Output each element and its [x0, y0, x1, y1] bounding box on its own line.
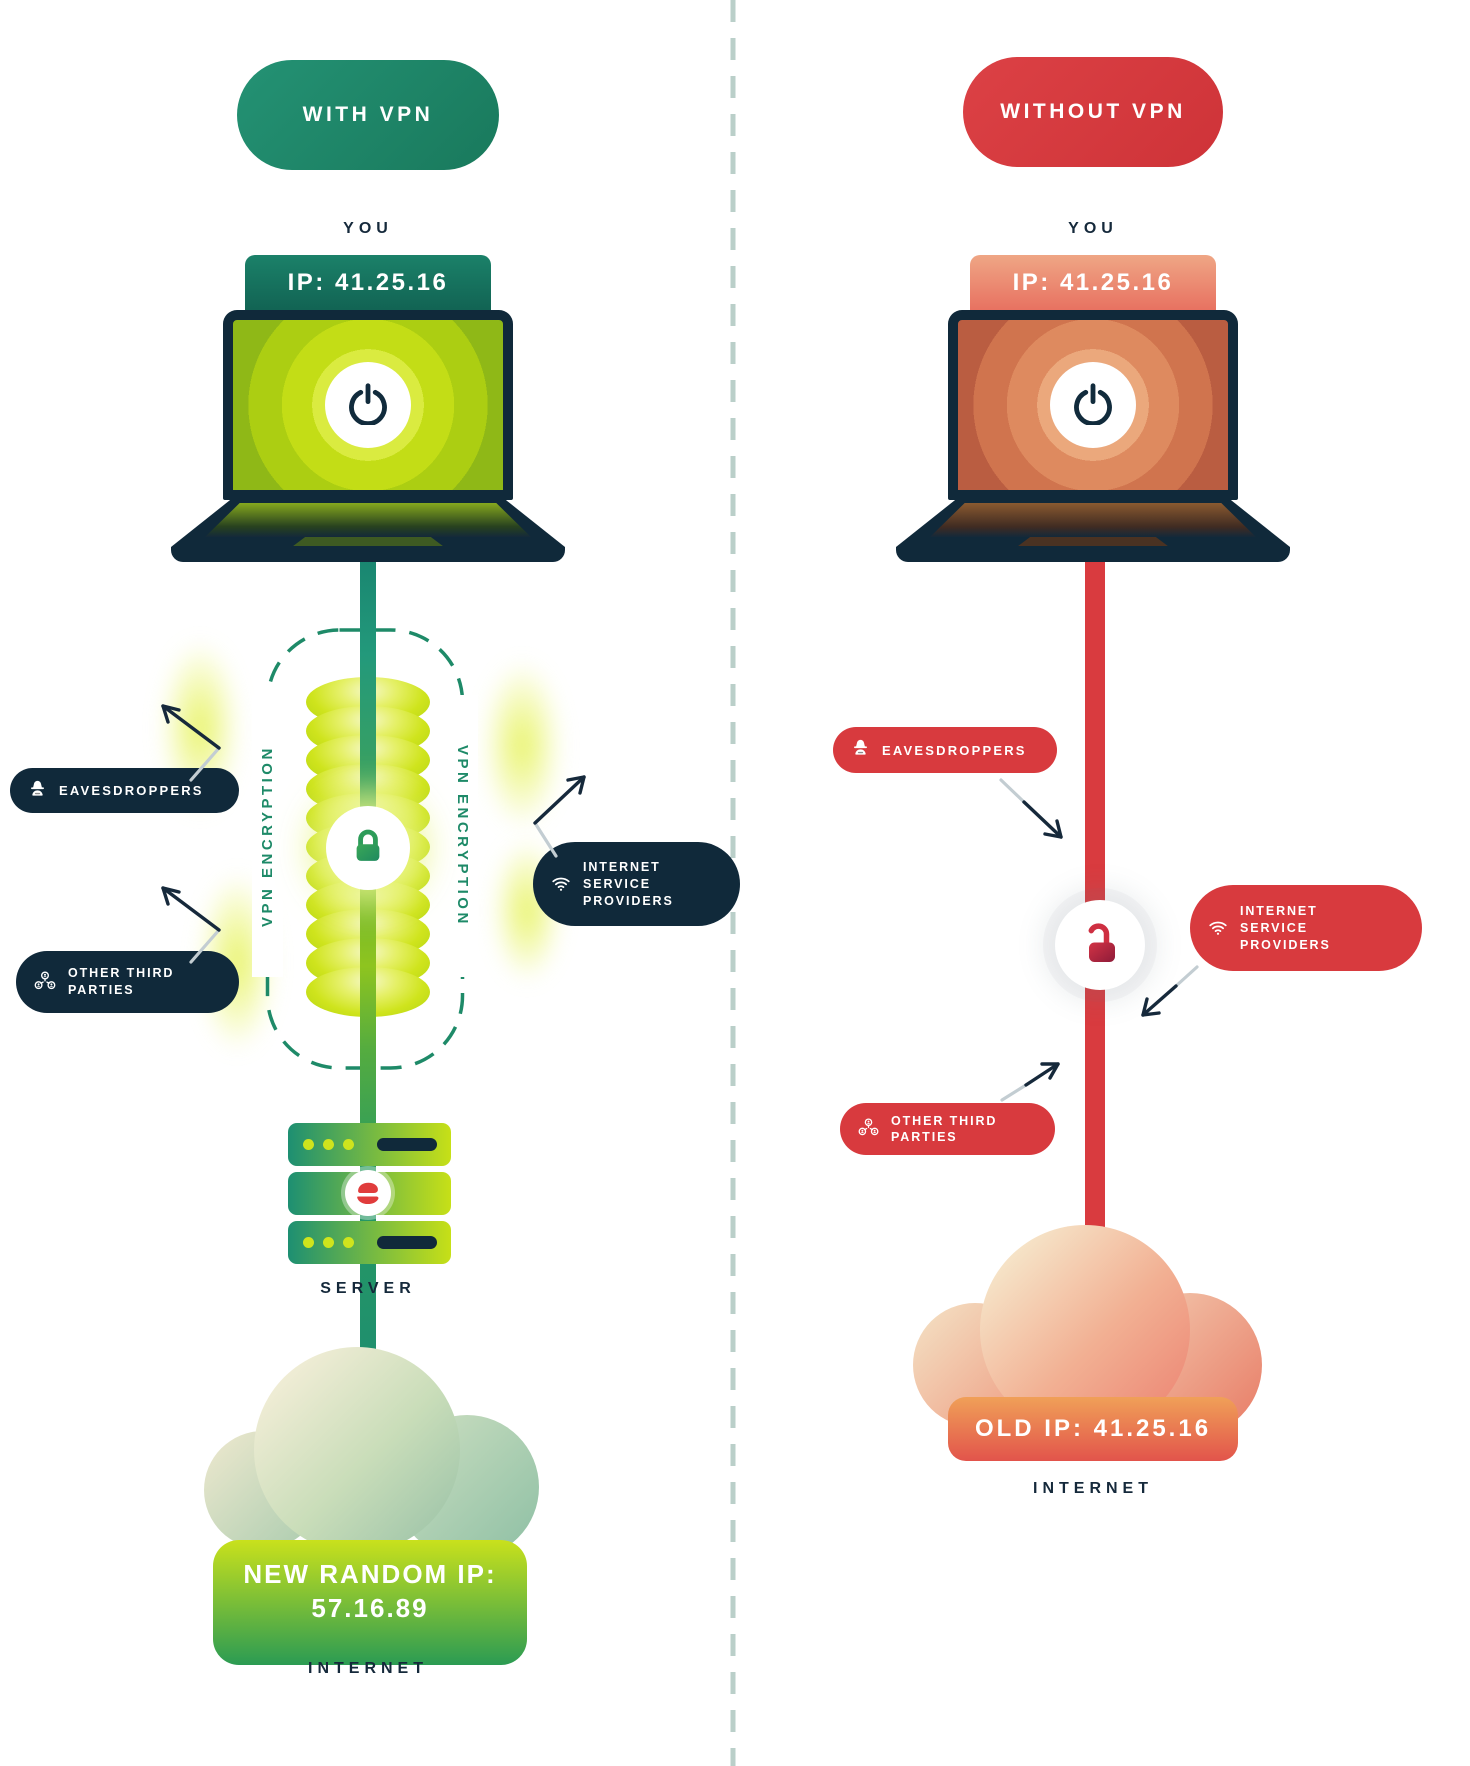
- server-led: [303, 1237, 314, 1248]
- eavesdroppers-pill-right: EAVESDROPPERS: [833, 727, 1057, 773]
- isp-line2: SERVICE: [583, 876, 651, 891]
- open-lock-circle: [1055, 900, 1145, 990]
- without-vpn-header-pill: WITHOUT VPN: [963, 57, 1223, 167]
- other-third-parties-line1: OTHER THIRD: [891, 1114, 998, 1128]
- laptop-deck: [171, 500, 565, 547]
- ip-value-right: IP: 41.25.16: [1012, 269, 1174, 296]
- isp-line3: PROVIDERS: [1240, 937, 1331, 952]
- laptop-touchpad: [293, 537, 443, 546]
- laptop-keyboard: [205, 503, 531, 537]
- isp-line1: INTERNET: [1240, 903, 1318, 918]
- laptop-front-edge: [896, 547, 1290, 562]
- expressvpn-logo-icon: [345, 1170, 391, 1216]
- server-led: [343, 1237, 354, 1248]
- laptop-keyboard: [930, 503, 1256, 537]
- vpn-encryption-label-left: VPN ENCRYPTION: [252, 695, 283, 977]
- other-third-parties-pill-right: OTHER THIRD PARTIES: [840, 1103, 1055, 1155]
- group-icon: [33, 970, 57, 995]
- power-icon: [346, 381, 390, 430]
- other-third-parties-pill-left: OTHER THIRD PARTIES: [16, 951, 239, 1013]
- laptop-screen-left: [223, 310, 513, 500]
- isp-label: INTERNET SERVICE PROVIDERS: [583, 859, 674, 910]
- other-third-parties-line2: PARTIES: [891, 1130, 958, 1144]
- new-ip-badge: NEW RANDOM IP: 57.16.89: [213, 1540, 527, 1665]
- isp-line1: INTERNET: [583, 859, 661, 874]
- isp-label: INTERNET SERVICE PROVIDERS: [1240, 903, 1331, 954]
- you-label-right: YOU: [1068, 220, 1118, 237]
- old-ip-value: OLD IP: 41.25.16: [974, 1415, 1212, 1442]
- server-led: [323, 1139, 334, 1150]
- laptop-base-right: [896, 500, 1290, 562]
- laptop-front-edge: [171, 547, 565, 562]
- isp-line3: PROVIDERS: [583, 893, 674, 908]
- eavesdroppers-label: EAVESDROPPERS: [882, 742, 1027, 758]
- internet-label-right: INTERNET: [1033, 1480, 1153, 1497]
- closed-lock-circle: [326, 806, 410, 890]
- new-ip-line1: NEW RANDOM IP:: [243, 1559, 497, 1589]
- wifi-icon: [1207, 916, 1229, 941]
- power-button-left: [325, 362, 411, 448]
- server-drive-slot: [377, 1138, 437, 1151]
- internet-label-left: INTERNET: [308, 1660, 428, 1677]
- vpn-encryption-label-right: VPN ENCRYPTION: [447, 695, 478, 977]
- laptop-deck: [896, 500, 1290, 547]
- new-ip-line2: 57.16.89: [311, 1593, 429, 1623]
- other-third-parties-line1: OTHER THIRD: [68, 966, 175, 980]
- laptop-touchpad: [1018, 537, 1168, 546]
- lock-open-icon: [1076, 919, 1124, 972]
- server-led: [343, 1139, 354, 1150]
- group-icon: [857, 1117, 880, 1141]
- lock-closed-icon: [347, 825, 389, 872]
- cloud-puff: [254, 1347, 460, 1553]
- wifi-icon: [550, 872, 572, 897]
- power-button-right: [1050, 362, 1136, 448]
- other-third-parties-line2: PARTIES: [68, 983, 135, 997]
- old-ip-badge: OLD IP: 41.25.16: [948, 1397, 1238, 1461]
- without-vpn-header-label: WITHOUT VPN: [1000, 100, 1186, 123]
- server-led: [323, 1237, 334, 1248]
- server-rack-bottom: [288, 1221, 451, 1264]
- eavesdroppers-label: EAVESDROPPERS: [59, 783, 204, 798]
- ip-value-left: IP: 41.25.16: [287, 269, 449, 296]
- power-icon: [1071, 381, 1115, 430]
- isp-pill-right: INTERNET SERVICE PROVIDERS: [1190, 885, 1422, 971]
- other-third-parties-label: OTHER THIRD PARTIES: [68, 965, 174, 999]
- eavesdroppers-pill-left: EAVESDROPPERS: [10, 768, 239, 813]
- with-vpn-header-label: WITH VPN: [302, 103, 434, 126]
- isp-line2: SERVICE: [1240, 920, 1308, 935]
- you-label-left: YOU: [343, 220, 393, 237]
- other-third-parties-label: OTHER THIRD PARTIES: [891, 1113, 997, 1145]
- isp-pill-left: INTERNET SERVICE PROVIDERS: [533, 842, 740, 926]
- server-rack-top: [288, 1123, 451, 1166]
- laptop-base-left: [171, 500, 565, 562]
- spy-icon: [850, 738, 871, 762]
- server-label: SERVER: [320, 1280, 416, 1297]
- server-drive-slot: [377, 1236, 437, 1249]
- with-vpn-header-pill: WITH VPN: [237, 60, 499, 170]
- spy-icon: [27, 779, 48, 803]
- server-led: [303, 1139, 314, 1150]
